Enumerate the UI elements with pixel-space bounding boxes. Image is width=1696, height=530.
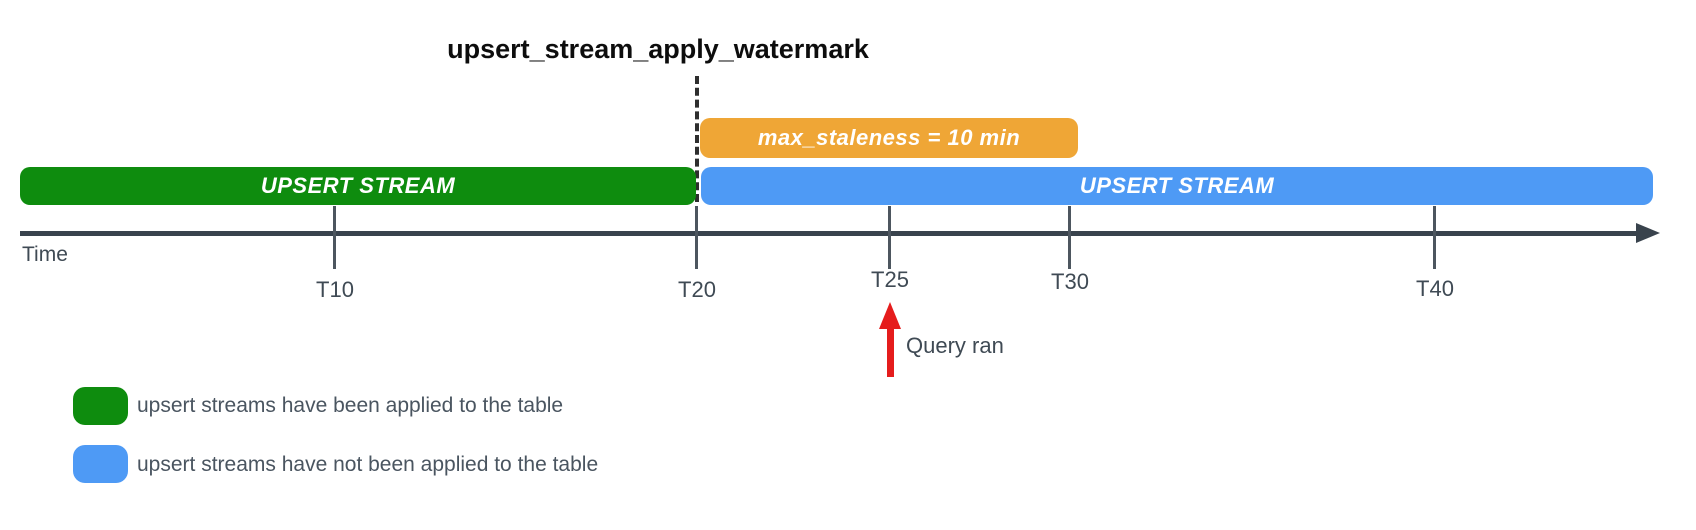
legend-label-unapplied: upsert streams have not been applied to … <box>137 453 599 476</box>
unapplied-upsert-stream-bar: UPSERT STREAM <box>701 167 1653 205</box>
max-staleness-label: max_staleness = 10 min <box>757 125 1021 150</box>
tick-label-t20: T20 <box>678 277 716 302</box>
query-ran-label: Query ran <box>906 333 1004 358</box>
applied-upsert-stream-label: UPSERT STREAM <box>260 173 456 198</box>
max-staleness-bar: max_staleness = 10 min <box>700 118 1078 158</box>
tick-t10 <box>333 206 336 269</box>
query-ran-arrow-shaft <box>886 329 894 377</box>
time-axis-line <box>20 231 1640 236</box>
watermark-dashed-line <box>695 76 699 202</box>
tick-t25 <box>888 206 891 269</box>
tick-t40 <box>1433 206 1436 269</box>
legend-swatch-applied <box>73 387 128 425</box>
query-ran-arrow-icon <box>879 302 901 377</box>
time-axis-label: Time <box>22 243 68 266</box>
time-axis-arrowhead-icon <box>1636 223 1660 243</box>
legend-swatch-unapplied <box>73 445 128 483</box>
tick-t20 <box>695 206 698 269</box>
query-ran-arrowhead-icon <box>879 302 901 329</box>
tick-label-t25: T25 <box>871 267 909 292</box>
tick-t30 <box>1068 206 1071 269</box>
tick-label-t10: T10 <box>316 277 354 302</box>
diagram-title: upsert_stream_apply_watermark <box>447 34 869 64</box>
legend-label-applied: upsert streams have been applied to the … <box>137 394 564 417</box>
applied-upsert-stream-bar: UPSERT STREAM <box>20 167 696 205</box>
tick-label-t40: T40 <box>1416 276 1454 301</box>
unapplied-upsert-stream-label: UPSERT STREAM <box>1079 173 1275 198</box>
tick-label-t30: T30 <box>1051 269 1089 294</box>
